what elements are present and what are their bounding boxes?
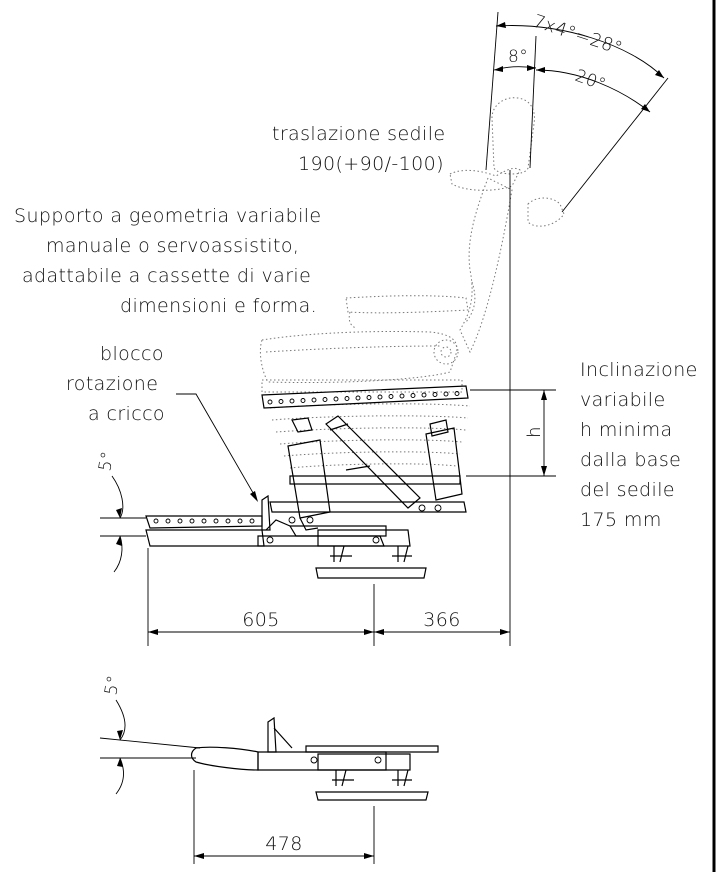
incl-label-line3: h minima bbox=[580, 419, 673, 441]
lock-label-line3: a cricco bbox=[88, 403, 165, 425]
rail-hole bbox=[421, 392, 427, 398]
cassette-hole bbox=[225, 518, 231, 524]
cassette-hole bbox=[201, 518, 207, 524]
rail-hole bbox=[399, 393, 405, 399]
slide-label-line2: 190(+90/-100) bbox=[298, 153, 444, 175]
support-label-line4: dimensioni e forma. bbox=[120, 295, 317, 317]
cassette-hole bbox=[237, 518, 243, 524]
angle-backward-label: 20° bbox=[572, 66, 608, 96]
rail-hole bbox=[443, 391, 449, 397]
cassette-hole bbox=[165, 518, 171, 524]
rail-hole bbox=[355, 395, 361, 401]
rail-hole bbox=[410, 393, 416, 398]
support-label-line3: adattabile a cassette di varie bbox=[22, 265, 311, 287]
rail-hole bbox=[454, 391, 460, 396]
cassette-hole bbox=[153, 518, 159, 524]
slide-label-line1: traslazione sedile bbox=[272, 123, 445, 145]
lock-label-line2: rotazione bbox=[66, 373, 158, 395]
incl-label-line1: Inclinazione bbox=[580, 359, 698, 381]
rail-hole bbox=[322, 397, 328, 402]
rail-hole bbox=[333, 396, 339, 402]
rail-hole bbox=[289, 398, 295, 404]
support-label-line1: Supporto a geometria variabile bbox=[14, 205, 322, 227]
h-label: h bbox=[524, 426, 545, 438]
cassette-hole bbox=[213, 518, 219, 524]
seat-outline bbox=[259, 97, 565, 469]
cassette-hole bbox=[249, 518, 255, 524]
dim-478-label: 478 bbox=[265, 833, 302, 855]
cassette-hole bbox=[189, 518, 195, 524]
angle-forward-label: 8° bbox=[508, 47, 528, 67]
incl-label-line4: dalla base bbox=[580, 449, 681, 471]
rail-hole bbox=[300, 398, 306, 403]
incl-label-line6: 175 mm bbox=[580, 509, 662, 531]
rail-hole bbox=[388, 394, 394, 399]
support-label-line2: manuale o servoassistito, bbox=[46, 235, 299, 257]
rail-hole bbox=[278, 399, 284, 404]
cassette-hole bbox=[177, 518, 183, 524]
incl-label-line5: del sedile bbox=[580, 479, 675, 501]
dim-366-label: 366 bbox=[423, 609, 460, 631]
top-view bbox=[99, 699, 439, 864]
seat-mechanism bbox=[145, 385, 469, 579]
angle-dimensions bbox=[485, 11, 669, 213]
rail-hole bbox=[311, 397, 317, 403]
dim-605-label: 605 bbox=[242, 609, 279, 631]
top-angle-label: 5° bbox=[101, 674, 124, 697]
incl-label-line2: variabile bbox=[580, 389, 666, 411]
rail-hole bbox=[432, 392, 438, 397]
lock-label-line1: blocco bbox=[100, 343, 164, 365]
rail-hole bbox=[344, 396, 350, 401]
rail-hole bbox=[366, 395, 372, 400]
rail-hole bbox=[267, 399, 273, 405]
rail-hole bbox=[377, 394, 383, 400]
side-dimensions bbox=[100, 170, 556, 646]
angle-total-label: 7x4°=28° bbox=[530, 11, 625, 60]
side-angle-label: 5° bbox=[95, 450, 118, 473]
